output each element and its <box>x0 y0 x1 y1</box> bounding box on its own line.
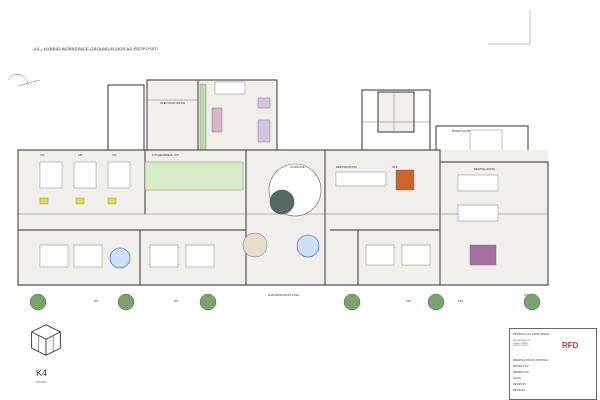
rfd-logo: RFD <box>562 341 579 350</box>
tb-row-drawn-by: DRAWN BY: <box>513 383 527 386</box>
label-wc-a: WC <box>94 299 98 303</box>
svg-text:BOARD ROOM: BOARD ROOM <box>452 129 470 133</box>
right-desks <box>365 174 499 266</box>
tb-row-drawing-no: DRAWING NO: <box>513 371 530 374</box>
info-line-1: RFD ARCHITECTS <box>513 340 531 342</box>
label-entrance: MAIN ENTRANCE FOYER <box>268 293 299 297</box>
label-stair: STAIRCASE <box>290 165 305 169</box>
meeting-table <box>335 169 415 191</box>
tb-row-status: DRAWING STATUS: APPROVAL <box>513 359 549 362</box>
k4-subtitle: STUDIO <box>36 380 47 384</box>
landscape-trees <box>29 293 541 311</box>
cube-icon <box>31 324 61 356</box>
tb-row-project-no: PROJECT NO: <box>513 365 530 368</box>
label-store-3: STR <box>524 293 529 297</box>
info-line-2: 5 HIGH STREET <box>513 342 529 345</box>
label-open-plan: OPEN PLAN OFFICE <box>160 101 185 105</box>
label-meeting-right: MEETING ROOM <box>474 167 495 171</box>
upper-central-block <box>146 79 278 163</box>
k4-mark: K4 <box>36 368 48 378</box>
spiral-staircase <box>242 163 322 258</box>
upper-right-block: BOARD ROOM <box>361 89 529 157</box>
title-block-project: PENSION CIC FIRST ISSUE <box>513 332 550 336</box>
label-ops: OPS <box>392 165 398 169</box>
tb-row-revision: REVISION: <box>513 389 526 392</box>
info-line-3: DESIGN OFFICE <box>513 345 529 348</box>
k4-logo <box>28 322 68 363</box>
title-block: PENSION CIC FIRST ISSUE RFD RFD ARCHITEC… <box>509 328 597 400</box>
desk-cluster-top-left <box>39 161 131 205</box>
label-wc-b: WC <box>174 299 178 303</box>
label-store-2: STR <box>458 299 463 303</box>
top-right-boundary <box>488 10 531 45</box>
title-block-info: RFD ARCHITECTS 5 HIGH STREET DESIGN OFFI… <box>513 340 557 348</box>
label-cpl-2: CPL <box>78 153 84 157</box>
label-cpl-1: CPL <box>40 153 46 157</box>
label-cpl-3: CPL <box>112 153 118 157</box>
drawing-title: XX - HYBRID WORKSPACE GROUND FLOOR AS PR… <box>34 46 158 51</box>
label-kitchen: KITCHEN/BREAK-OUT <box>152 153 180 157</box>
label-meeting: MEETING ROOM <box>336 165 357 169</box>
desk-cluster-bottom-left <box>39 244 215 269</box>
tb-row-scale: SCALE: <box>513 377 522 380</box>
label-store-1: STR <box>406 299 411 303</box>
breakout-zone <box>144 161 244 191</box>
